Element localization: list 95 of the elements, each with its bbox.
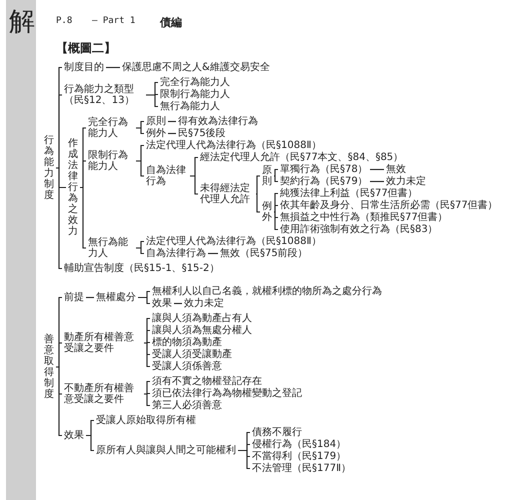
branch-label: 自為法律行為 (146, 248, 206, 259)
bracket-line (256, 175, 260, 195)
bracket-line (190, 175, 198, 195)
branch-label: 原則 (146, 116, 166, 127)
vertical-branch-label: 行為能力制度 (44, 135, 54, 201)
bracket-line (136, 247, 144, 254)
bracket-line (144, 380, 150, 395)
branch-label: 第三人必須善意 (152, 400, 222, 411)
bracket-line (136, 160, 144, 177)
branch-label: 純獲法律上利益（民§77但書） (280, 188, 418, 199)
branch-label: 輔助宣告制度（民§15-1、§15-2） (64, 263, 220, 274)
bracket-line (80, 160, 86, 188)
branch-label: 限制行為能力人 (88, 150, 134, 172)
connector-line (168, 132, 176, 134)
branch-label: 無效 (386, 164, 406, 175)
branch-label: 無行為能力人 (160, 101, 220, 112)
vertical-branch-label: 善意取得制度 (44, 334, 54, 400)
branch-label: 債務不履行 (252, 427, 302, 438)
branch-label: 讓與人須為無處分權人 (152, 325, 252, 336)
branch-label: 行為能力之類型（民§12、13） (64, 84, 144, 106)
branch-label: 無權處分 (96, 292, 136, 303)
branch-label: 侵權行為（民§184） (252, 439, 346, 450)
branch-label: 得有效為法律行為 (178, 116, 258, 127)
bracket-line (138, 296, 150, 304)
connector-line (86, 296, 94, 298)
branch-label: 效果 (152, 298, 172, 309)
branch-label: 契約行為（民§79） (280, 176, 368, 187)
vertical-branch-label: 例外 (262, 201, 272, 223)
bracket-line (274, 175, 278, 182)
branch-label: 讓與人須為動產占有人 (152, 313, 252, 324)
branch-label: 法定代理人代為法律行為（民§1088Ⅱ） (146, 236, 322, 247)
bracket-line (144, 342, 150, 368)
bracket-line (56, 94, 62, 169)
branch-label: 效果 (64, 430, 84, 441)
bracket-line (56, 366, 62, 436)
branch-label: 經法定代理人允許（民§77本文、§84、§85） (200, 152, 404, 163)
branch-label: 受讓人須受讓動產 (152, 349, 232, 360)
branch-label: 自為法律行為 (146, 165, 188, 187)
bracket-line (144, 392, 150, 395)
branch-label: 完全行為能力人 (160, 77, 230, 88)
connector-line (208, 252, 218, 254)
page-header-glyph: 解 (9, 6, 35, 39)
branch-label: 制度目的 (64, 62, 104, 73)
branch-label: 保護思慮不周之人&維護交易安全 (122, 62, 270, 73)
branch-label: 不動產所有權善意受讓之要件 (64, 383, 142, 405)
bracket-line (56, 342, 62, 368)
branch-label: 無效（民§75前段） (220, 248, 308, 259)
bracket-line (238, 450, 250, 470)
connector-line (174, 302, 182, 304)
branch-label: 依其年齡及身分、日常生活所必需（民§77但書） (280, 200, 498, 211)
bracket-line (86, 434, 94, 452)
bracket-line (80, 186, 86, 249)
branch-label: 法定代理人代為法律行為（民§1088Ⅱ） (146, 140, 322, 151)
branch-label: 不法管理（民§177Ⅱ） (252, 463, 352, 474)
bracket-line (56, 167, 62, 270)
vertical-branch-label: 作成法律行為之效力 (68, 138, 78, 237)
branch-label: 須有不實之物權登記存在 (152, 376, 262, 387)
branch-label: 限制行為能力人 (160, 89, 230, 100)
branch-label: 受讓人須係善意 (152, 361, 222, 372)
section-heading: 債編 (160, 15, 182, 30)
bracket-line (146, 94, 158, 108)
diagram-title: 【概圖二】 (56, 40, 116, 57)
branch-label: 原所有人與讓與人間之可能權利 (96, 445, 236, 456)
bracket-line (136, 127, 144, 134)
vertical-branch-label: 原則 (262, 165, 272, 187)
branch-label: 效力未定 (184, 298, 224, 309)
branch-label: 須已依法律行為為物權變動之登記 (152, 388, 302, 399)
connector-line (370, 168, 384, 170)
branch-label: 完全行為能力人 (88, 117, 134, 139)
branch-label: 無權利人以自己名義，就權利標的物所為之處分行為 (152, 286, 382, 297)
bracket-line (144, 393, 150, 406)
connector-line (370, 180, 384, 182)
connector-line (168, 120, 176, 122)
branch-label: 未得經法定代理人允許 (200, 183, 254, 205)
branch-label: 無損益之中性行為（類推民§77但書） (280, 212, 448, 223)
bracket-line (274, 204, 278, 213)
bracket-line (256, 193, 260, 213)
bracket-line (144, 342, 150, 344)
part-heading: — Part 1 (92, 16, 136, 26)
bracket-line (274, 211, 278, 230)
branch-label: 效力未定 (386, 176, 426, 187)
branch-label: 動產所有權善意受讓之要件 (64, 332, 142, 354)
branch-label: 前提 (64, 292, 84, 303)
branch-label: 使用詐術強制有效之行為（民§83） (280, 224, 438, 235)
connector-line (106, 66, 120, 68)
page-number: P.8 (56, 16, 72, 26)
branch-label: 受讓人原始取得所有權 (96, 415, 196, 426)
branch-label: 例外 (146, 128, 166, 139)
branch-label: 無行為能力人 (88, 237, 134, 259)
branch-label: 標的物須為動產 (152, 337, 222, 348)
branch-label: 不當得利（民§179） (252, 451, 346, 462)
bracket-line (274, 168, 278, 177)
bracket-line (144, 330, 150, 344)
branch-label: 民§75後段 (178, 128, 226, 139)
branch-label: 單獨行為（民§78） (280, 164, 368, 175)
